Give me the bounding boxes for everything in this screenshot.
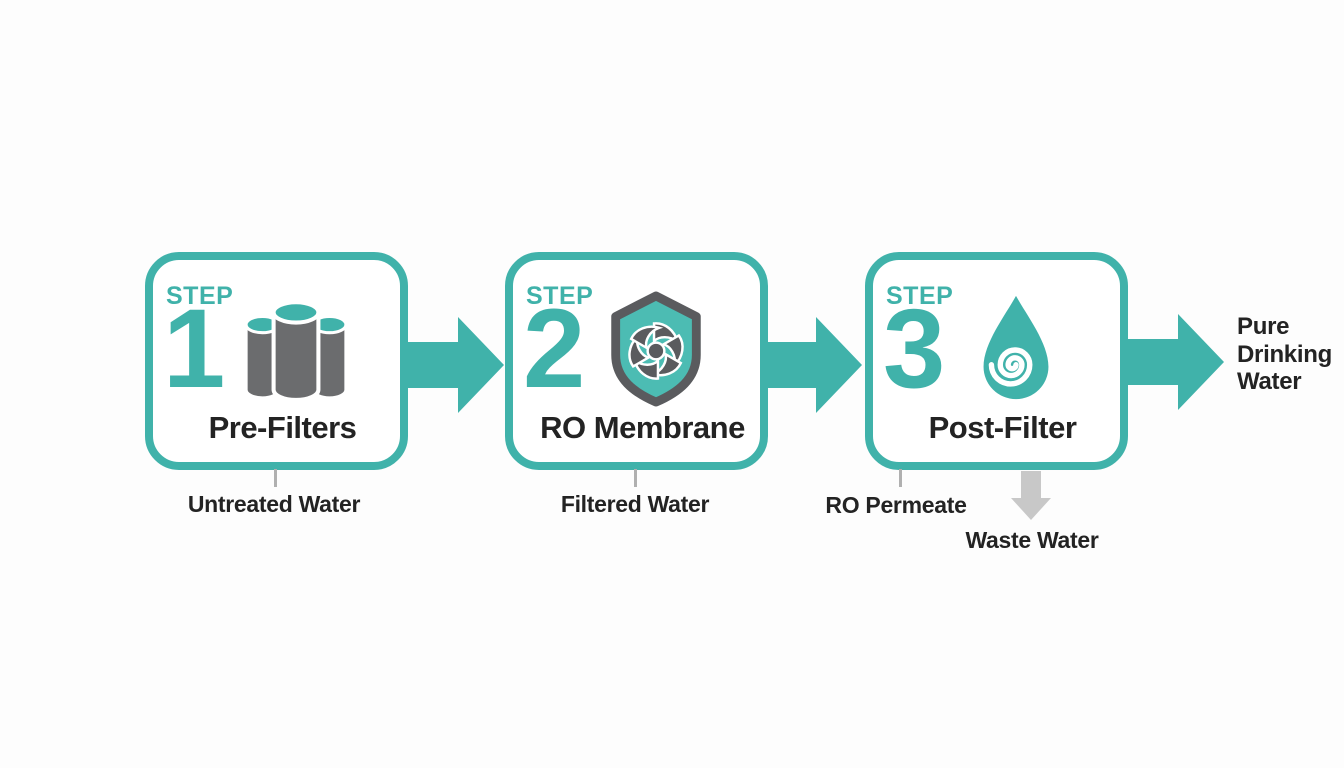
connector-line-filtered [634, 469, 637, 487]
flow-arrow-right-icon [1126, 314, 1224, 410]
step-number-2: 2 [523, 286, 586, 411]
waste-water-label: Waste Water [965, 527, 1099, 553]
filtered-water-label: Filtered Water [560, 491, 710, 517]
step-word-2: STEP [526, 282, 594, 310]
step-word-1: STEP [166, 282, 234, 310]
water-drop-spiral-icon [983, 295, 1049, 400]
flow-arrow-right-icon [764, 317, 862, 413]
ro-permeate-label: RO Permeate [825, 492, 967, 518]
membrane-shield-icon [611, 291, 701, 407]
filter-cartridges-icon [244, 300, 348, 402]
untreated-water-label: Untreated Water [187, 491, 361, 517]
step-word-3: STEP [886, 282, 954, 310]
step-title-ro-membrane: RO Membrane [540, 410, 745, 445]
step-title-post-filter: Post-Filter [928, 410, 1077, 445]
waste-down-arrow-icon [1011, 471, 1051, 520]
step-number-3: 3 [883, 286, 946, 411]
step-box-1: STEP 1 Pre-Filters [145, 252, 408, 470]
step-title-pre-filters: Pre-Filters [208, 410, 357, 445]
flow-arrow-right-icon [406, 317, 504, 413]
connector-line-untreated [274, 469, 277, 487]
step-box-3: STEP 3 Post-Filter [865, 252, 1128, 470]
connector-line-permeate [899, 469, 902, 487]
step-box-2: STEP 2 RO Membrane [505, 252, 768, 470]
pure-drinking-water-label: Pure Drinking Water [1237, 313, 1332, 396]
step-number-1: 1 [163, 286, 226, 411]
